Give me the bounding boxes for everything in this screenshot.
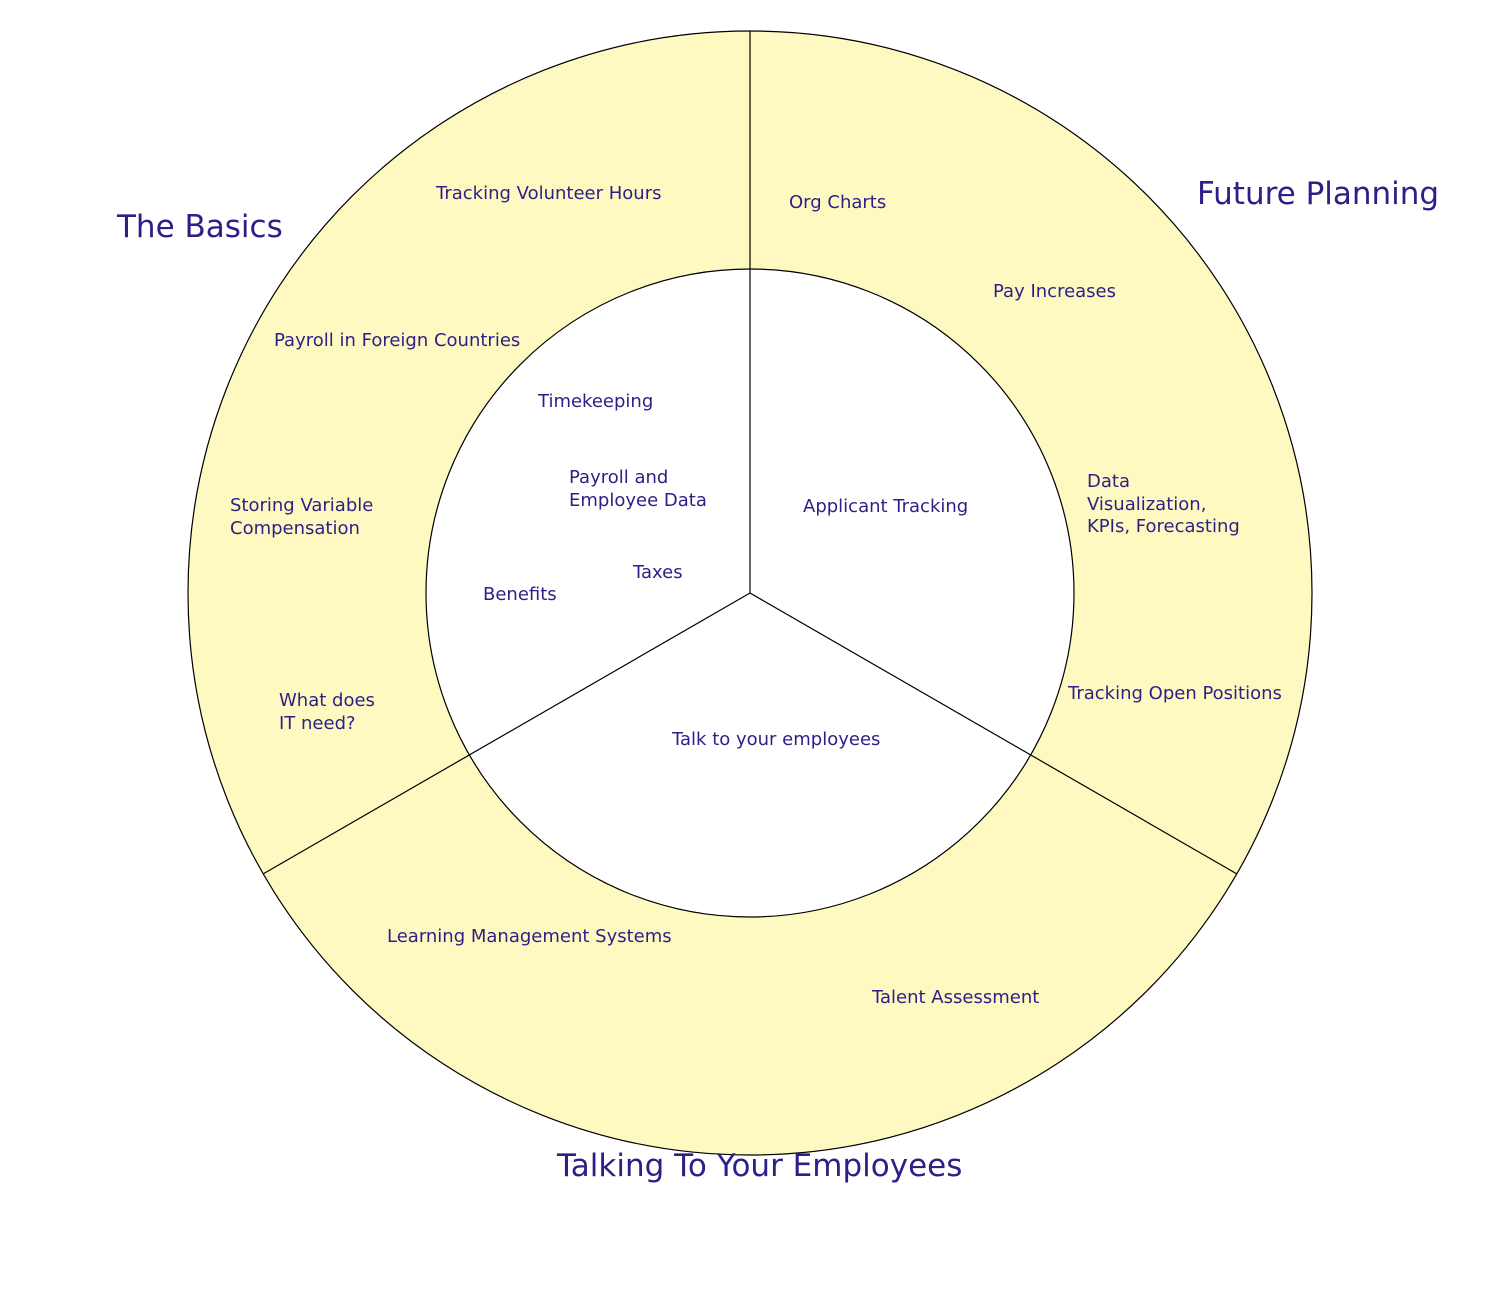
- item-tracking-volunteer-hours: Tracking Volunteer Hours: [436, 183, 662, 204]
- item-talent-assessment: Talent Assessment: [872, 987, 1040, 1008]
- section-title-basics: The Basics: [117, 209, 283, 245]
- item-taxes: Taxes: [633, 562, 683, 583]
- divider-lower-right: [749, 592, 1238, 875]
- item-payroll-foreign: Payroll in Foreign Countries: [274, 330, 521, 351]
- item-applicant-tracking: Applicant Tracking: [803, 496, 969, 517]
- item-benefits: Benefits: [483, 584, 557, 605]
- section-title-future: Future Planning: [1197, 176, 1440, 212]
- section-title-talking: Talking To Your Employees: [557, 1148, 963, 1184]
- item-timekeeping: Timekeeping: [538, 391, 654, 412]
- item-storing-variable: Storing Variable Compensation: [230, 495, 374, 539]
- item-learning-management: Learning Management Systems: [387, 926, 672, 947]
- item-org-charts: Org Charts: [789, 192, 887, 213]
- item-data-visualization: Data Visualization, KPIs, Forecasting: [1087, 471, 1240, 537]
- item-what-does-it-need: What does IT need?: [279, 690, 375, 734]
- divider-lower-left: [262, 592, 751, 875]
- item-pay-increases: Pay Increases: [993, 281, 1117, 302]
- item-talk-to-employees: Talk to your employees: [672, 729, 881, 750]
- item-payroll-employee-data: Payroll and Employee Data: [569, 467, 707, 511]
- item-tracking-open-positions: Tracking Open Positions: [1068, 683, 1282, 704]
